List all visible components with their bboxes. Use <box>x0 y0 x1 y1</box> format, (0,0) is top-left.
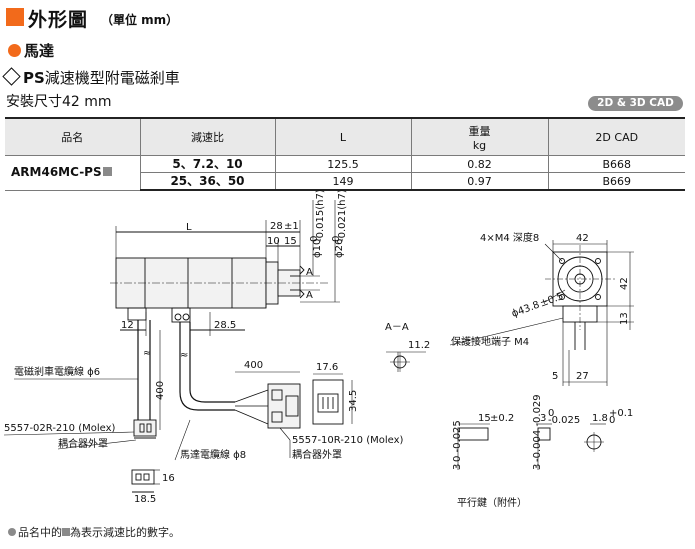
dim-12: 12 <box>121 320 134 331</box>
key-caption: 平行鍵（附件） <box>457 496 527 509</box>
section-bullet-icon <box>8 44 21 57</box>
length-cell: 149 <box>274 172 412 191</box>
dim-16: 16 <box>162 473 175 484</box>
dim-27: 27 <box>576 371 589 382</box>
dim-28: 28 <box>270 221 283 232</box>
dim-10: 10 <box>267 236 280 247</box>
header-cad: 2D CAD <box>547 117 685 156</box>
key-dim-3: 3 <box>540 413 546 424</box>
dim-42-side: 42 <box>619 277 630 290</box>
dim-18-5: 18.5 <box>134 494 156 505</box>
ratio-placeholder-box <box>102 167 112 177</box>
cad-link[interactable]: B668 <box>547 155 685 173</box>
dim-15: 15 <box>284 236 297 247</box>
section-view-label: A－A <box>385 322 409 333</box>
key-dim-3v-tol: 0 -0.025 <box>452 420 463 462</box>
key-dim-3-tol-b: -0.025 <box>548 415 580 426</box>
key-dim-1-8: 1.8 <box>592 413 608 424</box>
key-dim-3-tol-a: 0 <box>548 408 554 419</box>
dim-5: 5 <box>552 371 558 382</box>
connector-small-label: 5557-02R-210 (Molex) <box>4 423 116 434</box>
motor-cable-label: 馬達電纜線 ϕ8 <box>180 448 246 461</box>
key-dim-3v-b: 3 <box>532 464 543 470</box>
cad-download-badge[interactable]: 2D & 3D CAD <box>588 96 683 111</box>
connector-cover-label-2: 耦合器外罩 <box>292 448 342 461</box>
connector-cover-label-1: 耦合器外罩 <box>58 437 108 450</box>
table-row: ARM46MC-PS 5、7.2、10 125.5 0.82 B668 <box>5 155 685 191</box>
break-mark: ≈ <box>143 348 151 359</box>
key-dim-15-tol: ±0.2 <box>490 413 514 424</box>
shaft-tol-1b: -0.015(h7) <box>315 189 326 242</box>
dim-400-horizontal: 400 <box>244 360 263 371</box>
dim-42-top: 42 <box>576 233 589 244</box>
motor-heading: 馬達 <box>24 42 55 60</box>
ratio-placeholder-icon <box>62 528 70 536</box>
subtitle-prefix: PS <box>23 69 45 87</box>
footnote-text-a: 品名中的 <box>18 526 62 539</box>
motor-side-view <box>110 257 330 323</box>
dim-L: L <box>186 222 192 233</box>
dim-400-vertical: 400 <box>155 381 166 400</box>
pcd-label: ϕ43.8 <box>510 300 541 320</box>
header-model: 品名 <box>5 117 141 156</box>
shaft-tol-2a: 0 <box>331 236 342 242</box>
shaft-dia-1: ϕ10 <box>312 239 323 258</box>
footnote-text-b: 為表示減速比的數字。 <box>70 526 180 539</box>
shaft-tol-1a: 0 <box>309 236 320 242</box>
dim-28-tol: ±1 <box>284 221 299 232</box>
model-cell: ARM46MC-PS <box>5 155 141 191</box>
key-dim-15: 15 <box>478 413 491 424</box>
brake-cable-label: 電磁剎車電纜線 ϕ6 <box>14 365 100 378</box>
table-row: 25、36、50 149 0.97 B669 <box>5 172 685 191</box>
shaft-tol-2b: -0.021(h7) <box>337 189 348 242</box>
mount-size: 安裝尺寸42 mm <box>6 94 112 110</box>
footnote-bullet-icon <box>8 528 16 536</box>
unit-label: （單位 mm） <box>101 13 179 27</box>
weight-cell: 0.97 <box>410 172 549 191</box>
connector-large-label: 5557-10R-210 (Molex) <box>292 435 404 446</box>
ground-terminal-label: 保護接地端子 M4 <box>451 335 529 348</box>
key-dim-1-8-tol-b: 0 <box>609 415 615 426</box>
section-mark-bottom: A <box>306 290 313 301</box>
model-name: ARM46MC-PS <box>11 165 102 180</box>
cad-link[interactable]: B669 <box>547 172 685 191</box>
header-ratio: 減速比 <box>139 117 276 156</box>
subtitle-rest: 減速機型附電磁剎車 <box>44 69 180 87</box>
weight-label: 重量 <box>468 124 491 138</box>
ratio-cell: 5、7.2、10 <box>139 155 276 173</box>
break-mark: ≈ <box>180 350 188 361</box>
section-mark-top: A <box>306 267 313 278</box>
dim-17-6: 17.6 <box>316 362 338 373</box>
shaft-dia-2: ϕ26 <box>334 239 345 258</box>
dim-28-5: 28.5 <box>214 320 236 331</box>
dim-11-2: 11.2 <box>408 340 430 351</box>
dim-13: 13 <box>619 312 630 325</box>
key-dim-3v-tol2: -0.004 -0.029 <box>532 394 543 462</box>
footnote: 品名中的為表示減速比的數字。 <box>8 524 180 540</box>
page-title: 外形圖 <box>28 9 89 31</box>
m4-label: 4×M4 深度8 <box>480 231 539 244</box>
key-dim-1-8-tol-a: +0.1 <box>609 408 633 419</box>
pcd-tolerance: ±0.5 <box>538 291 565 310</box>
weight-cell: 0.82 <box>410 155 549 173</box>
key-dim-3v-a: 3 <box>452 464 463 470</box>
weight-unit: kg <box>472 138 487 152</box>
dim-34-5: 34.5 <box>348 390 359 412</box>
ratio-cell: 25、36、50 <box>140 172 276 191</box>
product-subtitle: PS減速機型附電磁剎車 <box>23 67 180 88</box>
title-marker <box>6 8 24 26</box>
